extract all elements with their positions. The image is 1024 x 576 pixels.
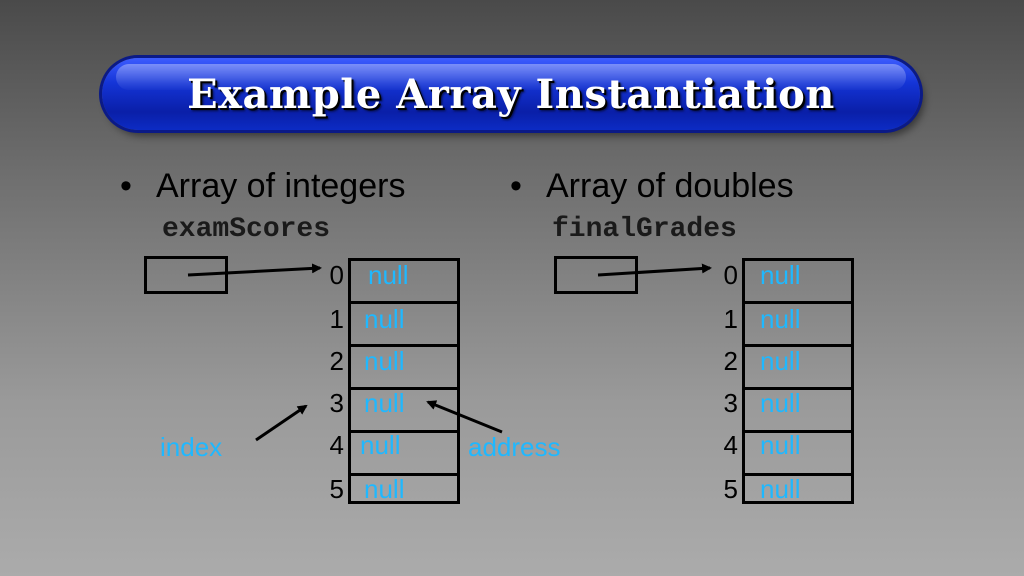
- right-value-1: null: [760, 304, 801, 334]
- right-index-3: 3: [723, 388, 738, 418]
- bullet-integers-text: Array of integers: [156, 167, 406, 205]
- index-arrow: [255, 404, 308, 442]
- array-cell: [351, 390, 457, 433]
- exam-scores-array: [348, 258, 460, 504]
- right-index-0: 0: [723, 260, 738, 290]
- right-index-1: 1: [723, 304, 738, 334]
- final-grades-reference-box: [554, 256, 638, 294]
- bullet-doubles: • Array of doubles: [510, 166, 794, 206]
- index-label: index: [160, 432, 223, 462]
- array-cell: [745, 433, 851, 476]
- right-value-2: null: [760, 346, 801, 376]
- array-cell: [351, 433, 457, 476]
- array-cell: [745, 304, 851, 347]
- left-index-3: 3: [329, 388, 344, 418]
- left-index-5: 5: [329, 474, 344, 504]
- final-grades-pointer-arrow: [597, 263, 712, 277]
- left-index-1: 1: [329, 304, 344, 334]
- var-exam-scores: examScores: [162, 214, 331, 245]
- bullet-doubles-text: Array of doubles: [546, 167, 794, 205]
- left-value-0: null: [368, 260, 409, 290]
- left-value-3: null: [364, 388, 405, 418]
- exam-scores-reference-box: [144, 256, 228, 294]
- array-cell: [745, 390, 851, 433]
- right-index-4: 4: [723, 430, 738, 460]
- left-index-4: 4: [329, 430, 344, 460]
- address-arrow: [426, 400, 503, 434]
- left-index-0: 0: [329, 260, 344, 290]
- left-value-4: null: [360, 430, 401, 460]
- var-final-grades: finalGrades: [552, 214, 737, 245]
- right-value-0: null: [760, 260, 801, 290]
- right-index-2: 2: [723, 346, 738, 376]
- right-value-3: null: [760, 388, 801, 418]
- bullet-dot: •: [510, 167, 522, 205]
- bullet-dot: •: [120, 167, 132, 205]
- array-cell: [745, 261, 851, 304]
- array-cell: [351, 304, 457, 347]
- left-index-2: 2: [329, 346, 344, 376]
- right-index-5: 5: [723, 474, 738, 504]
- array-cell: [351, 347, 457, 390]
- right-value-4: null: [760, 430, 801, 460]
- left-value-5: null: [364, 474, 405, 504]
- right-value-5: null: [760, 474, 801, 504]
- final-grades-array: [742, 258, 854, 504]
- slide-title: Example Array Instantiation: [187, 70, 835, 118]
- address-label: address: [468, 432, 561, 462]
- left-value-2: null: [364, 346, 405, 376]
- array-cell: [351, 261, 457, 304]
- left-value-1: null: [364, 304, 405, 334]
- title-bar: Example Array Instantiation: [102, 58, 920, 130]
- exam-scores-pointer-arrow: [187, 263, 322, 277]
- bullet-integers: • Array of integers: [120, 166, 405, 206]
- array-cell: [745, 347, 851, 390]
